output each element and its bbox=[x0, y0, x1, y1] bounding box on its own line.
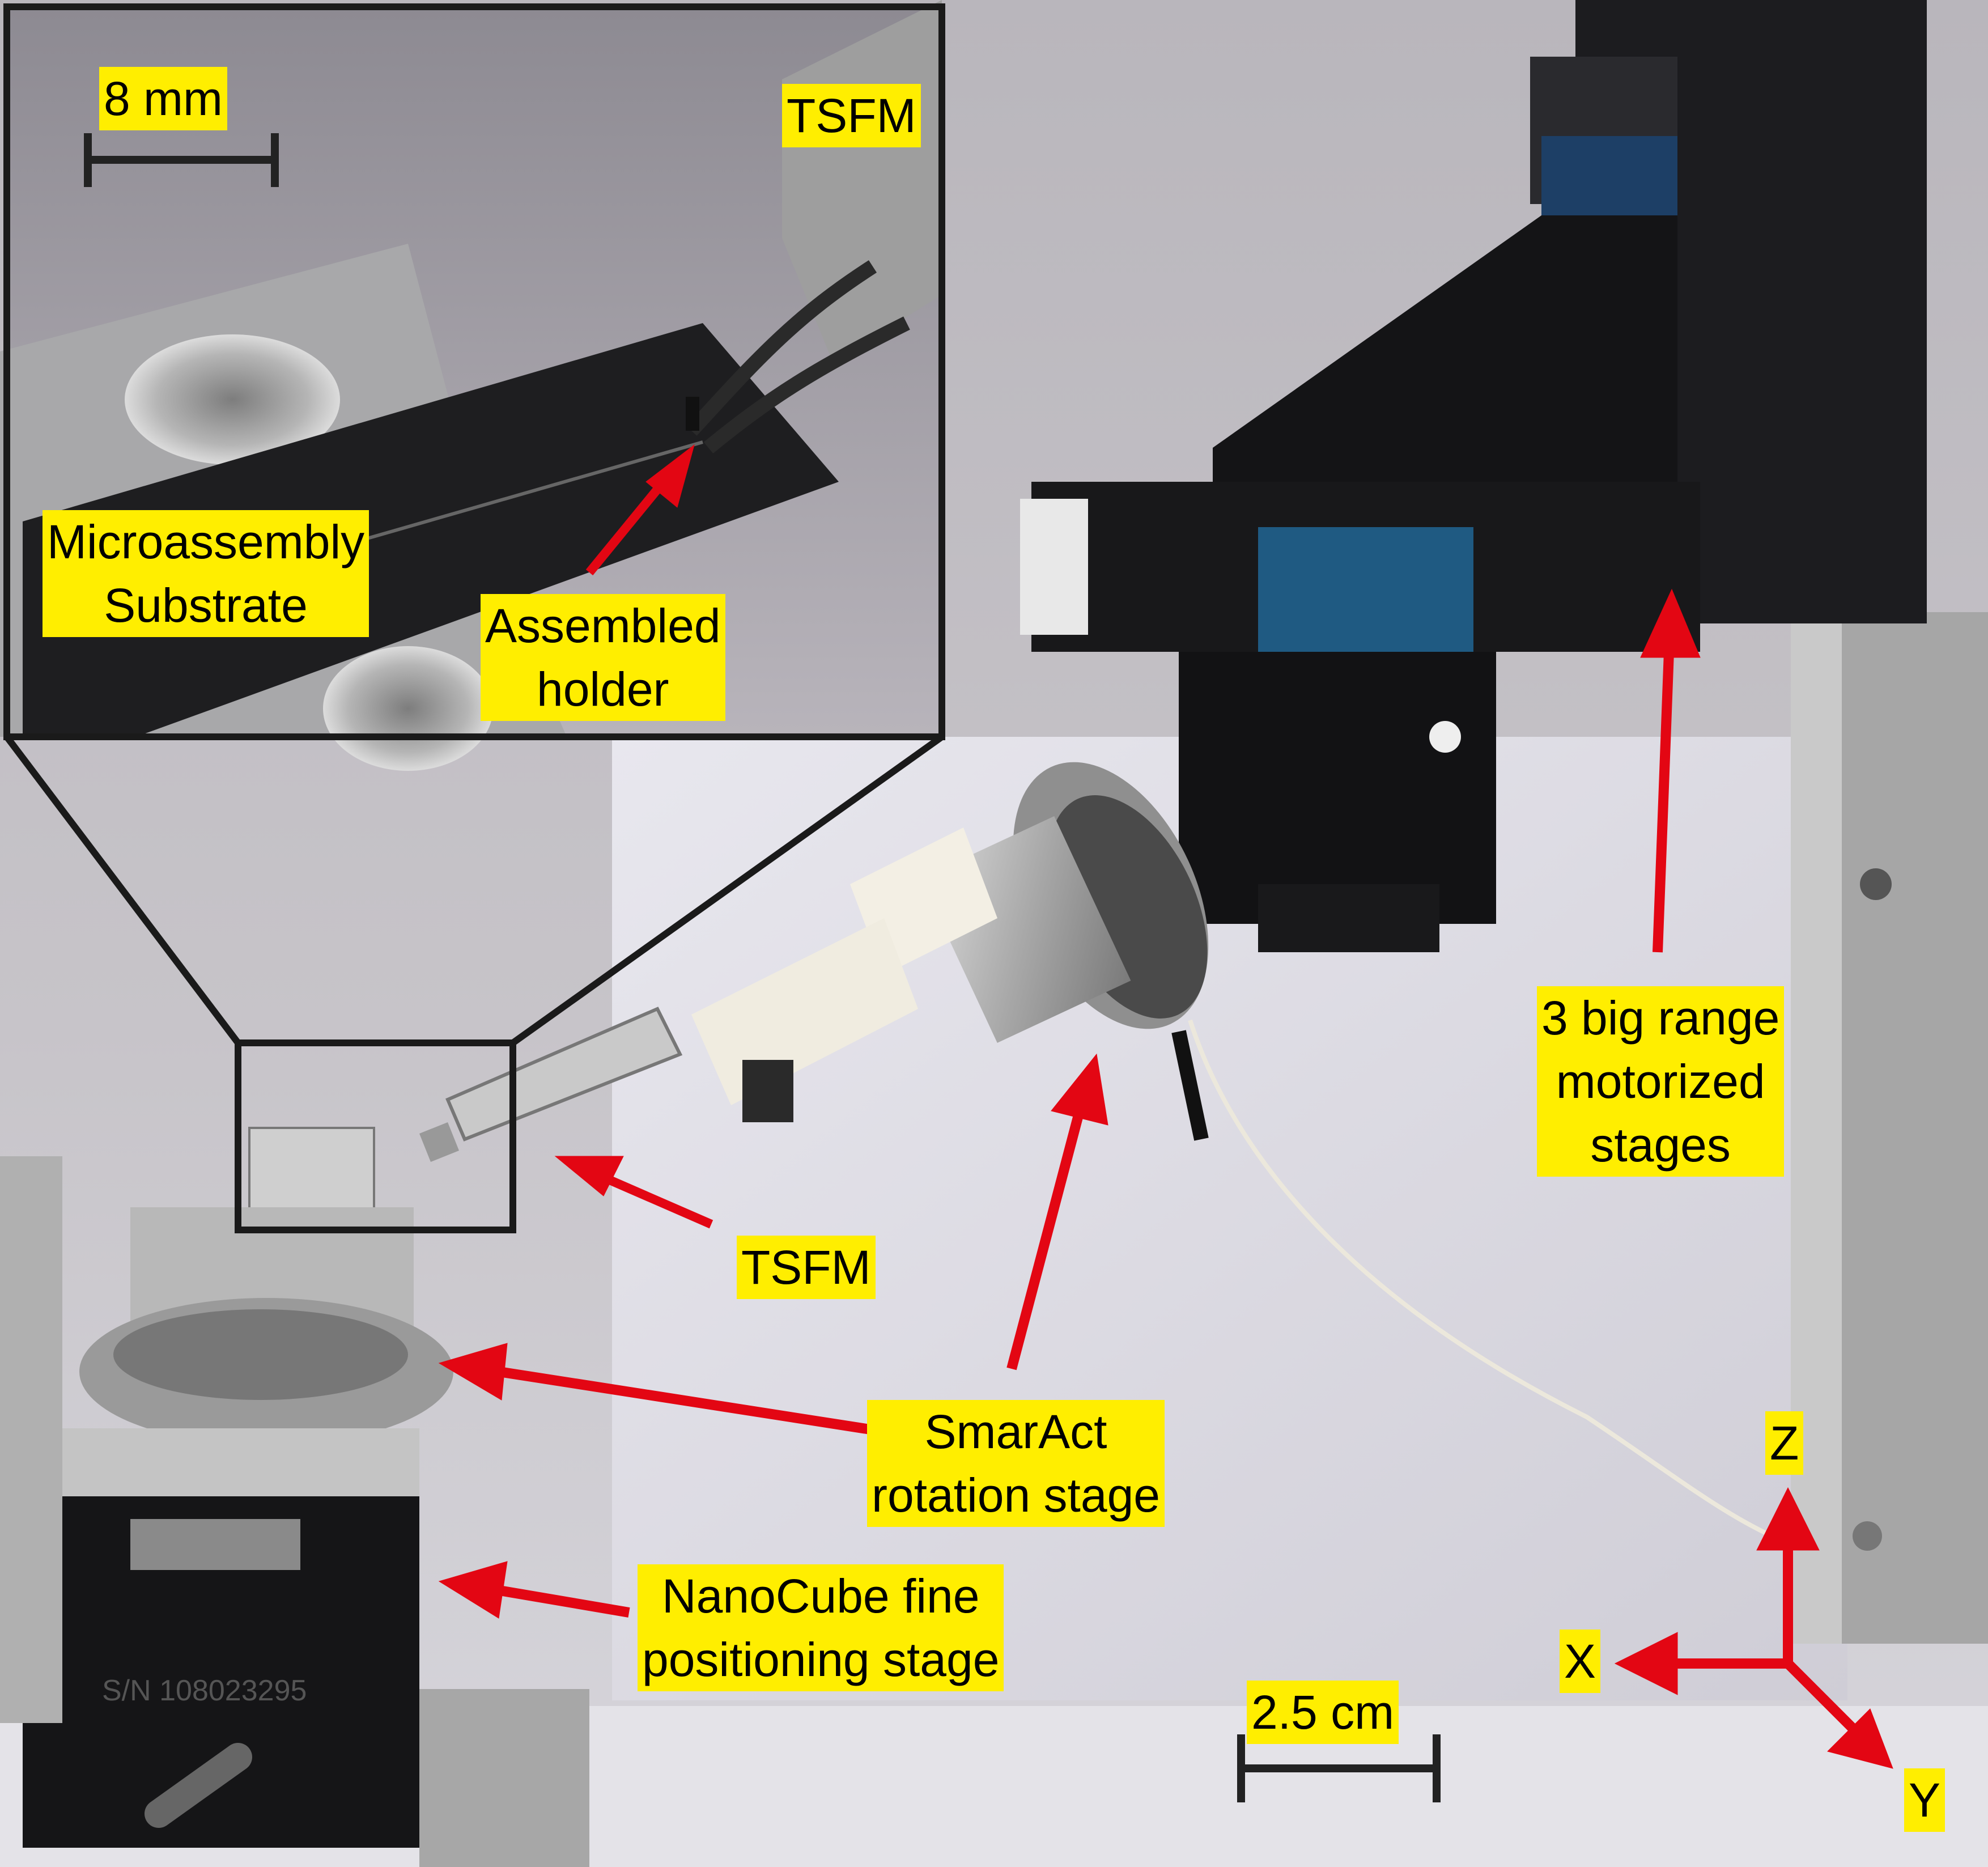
inset-tsfm-label: TSFM bbox=[782, 84, 921, 147]
substrate-label: Microassembly Substrate bbox=[43, 510, 369, 637]
motorized-stages-line1: 3 big range bbox=[1541, 991, 1780, 1045]
zoom-indicator bbox=[4, 734, 944, 1233]
inset-scale-bar bbox=[84, 133, 279, 187]
motorized-stages bbox=[1020, 0, 1927, 952]
arrow-nanocube bbox=[438, 1561, 630, 1619]
zoom-region bbox=[235, 1039, 516, 1233]
motorized-stages-line2: motorized bbox=[1556, 1055, 1765, 1108]
holder-label-line2: holder bbox=[537, 663, 669, 716]
nanocube-label: NanoCube fine positioning stage bbox=[638, 1564, 1004, 1691]
rotation-stage-line2: rotation stage bbox=[872, 1469, 1161, 1522]
nanocube-line1: NanoCube fine bbox=[662, 1569, 980, 1623]
holder-label-line1: Assembled bbox=[485, 599, 721, 652]
arrow-tsfm bbox=[554, 1156, 713, 1229]
serial-number: S/N 108023295 bbox=[102, 1674, 307, 1707]
tsfm-label: TSFM bbox=[737, 1236, 876, 1299]
main-scale-label: 2.5 cm bbox=[1247, 1681, 1399, 1744]
inset-scale-label: 8 mm bbox=[99, 67, 227, 130]
substrate-label-line2: Substrate bbox=[104, 579, 308, 632]
axis-x-label: X bbox=[1560, 1630, 1601, 1693]
vertical-plate bbox=[1842, 612, 1988, 1644]
rotation-stage-label: SmarAct rotation stage bbox=[867, 1400, 1165, 1527]
inset-frame bbox=[3, 3, 945, 740]
axis-z-label: Z bbox=[1765, 1411, 1804, 1475]
rotation-stage bbox=[691, 762, 1786, 1544]
arrow-motorized-stages bbox=[1640, 588, 1701, 953]
arrow-rotation-stage bbox=[1006, 1053, 1108, 1370]
motorized-stages-line3: stages bbox=[1590, 1118, 1731, 1172]
axis-y-label: Y bbox=[1904, 1768, 1945, 1832]
substrate-label-line1: Microassembly bbox=[47, 515, 365, 568]
rotation-stage-line1: SmarAct bbox=[924, 1405, 1107, 1458]
nanocube-line2: positioning stage bbox=[642, 1633, 1000, 1686]
tsfm-main bbox=[419, 1007, 683, 1162]
arrow-holder bbox=[585, 444, 695, 576]
nanocube-stage: S/N 108023295 bbox=[0, 1127, 589, 1867]
holder-label: Assembled holder bbox=[481, 594, 725, 721]
motorized-stages-label: 3 big range motorized stages bbox=[1537, 986, 1785, 1177]
main-scale-bar bbox=[1237, 1734, 1441, 1802]
arrow-rotation-stage-left bbox=[438, 1343, 882, 1436]
axes-triad bbox=[1614, 1487, 1893, 1769]
